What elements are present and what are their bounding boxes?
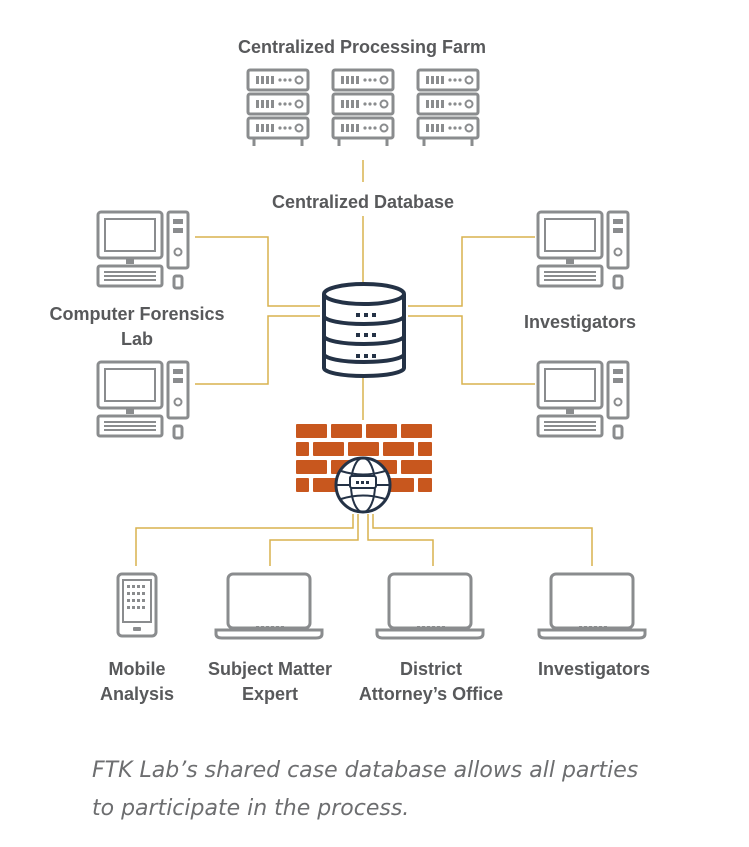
caption-line-1: FTK Lab’s shared case database allows al… (92, 758, 639, 783)
server-rack-icon (333, 70, 393, 146)
investigators-bottom-label: Investigators (538, 659, 650, 679)
investigators-right-label: Investigators (524, 312, 636, 332)
sme-label-line2: Expert (242, 684, 298, 704)
workstation-icon (96, 210, 190, 290)
laptop-icon (375, 572, 485, 640)
server-rack-icon (418, 70, 478, 146)
connector-lines (135, 160, 593, 566)
figure-caption: FTK Lab’s shared case database allows al… (92, 752, 712, 828)
workstation-icon (536, 210, 630, 290)
mobile-phone-icon (116, 572, 158, 638)
globe-icon (334, 456, 392, 514)
da-office-label-line2: Attorney’s Office (359, 684, 503, 704)
database-label: Centralized Database (272, 192, 454, 212)
laptop-icon (214, 572, 324, 640)
forensics-lab-label: Computer Forensics (49, 304, 224, 324)
workstation-icon (96, 360, 190, 440)
workstation-icon (536, 360, 630, 440)
sme-label: Subject Matter (208, 659, 332, 679)
mobile-analysis-label-line2: Analysis (100, 684, 174, 704)
forensics-lab-label-line2: Lab (121, 329, 153, 349)
server-rack-icon (248, 70, 308, 146)
database-icon (322, 282, 406, 378)
processing-farm-label: Centralized Processing Farm (238, 37, 486, 57)
laptop-icon (537, 572, 647, 640)
caption-line-2: to participate in the process. (92, 796, 410, 821)
mobile-analysis-label: Mobile (109, 659, 166, 679)
da-office-label: District (400, 659, 462, 679)
